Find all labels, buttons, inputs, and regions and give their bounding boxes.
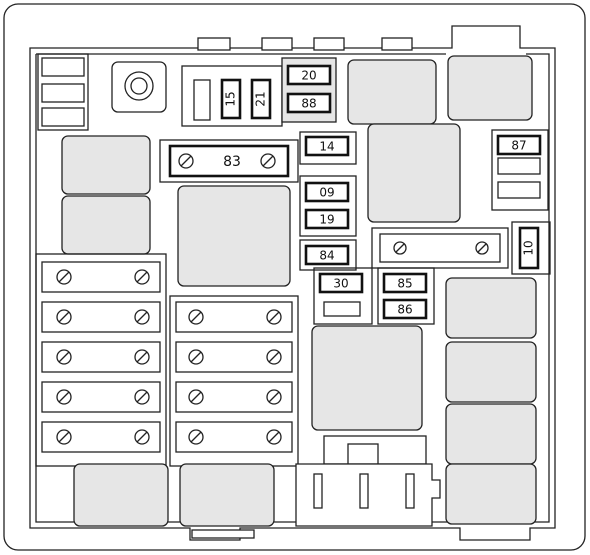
fuse-15: 15 xyxy=(220,78,242,120)
fuse-87-group xyxy=(491,129,549,211)
fuse-09-19-holder xyxy=(299,175,357,237)
fuse-21: 21 xyxy=(250,78,272,120)
svg-text:14: 14 xyxy=(319,140,334,154)
relay-left-2 xyxy=(61,195,151,255)
relay-top-middle xyxy=(347,59,437,125)
fuse-10: 10 xyxy=(511,221,551,275)
relay-center-left xyxy=(177,185,291,287)
left-top-relays xyxy=(37,53,89,131)
svg-text:88: 88 xyxy=(301,97,316,111)
svg-text:10: 10 xyxy=(522,240,536,255)
bottom-connector xyxy=(295,435,441,527)
relay-bottom-middle xyxy=(179,463,275,527)
bolt-terminal xyxy=(111,61,167,113)
mega-fuse-strip xyxy=(371,227,509,269)
svg-text:85: 85 xyxy=(397,277,412,291)
fuse-86: 86 xyxy=(382,298,428,320)
fuse-19: 19 xyxy=(304,208,350,230)
maxi-fuse-block-left xyxy=(35,253,167,467)
svg-text:09: 09 xyxy=(319,186,334,200)
svg-text:83: 83 xyxy=(223,154,241,170)
fuse-83: 83 xyxy=(159,139,299,183)
relay-top-right xyxy=(447,55,533,121)
fuse-88: 88 xyxy=(286,92,332,114)
svg-text:15: 15 xyxy=(224,91,238,106)
svg-text:20: 20 xyxy=(301,69,316,83)
fuse-09: 09 xyxy=(304,181,350,203)
fuse-30: 30 xyxy=(313,267,373,325)
svg-text:86: 86 xyxy=(397,303,412,317)
top-connector-tabs xyxy=(197,37,413,51)
bottom-edge-pins xyxy=(191,529,255,539)
fuse-20: 20 xyxy=(286,64,332,86)
fuse-84: 84 xyxy=(299,239,357,271)
relay-left-1 xyxy=(61,135,151,195)
fuse-14: 14 xyxy=(299,131,357,165)
relay-center-lower xyxy=(311,325,423,431)
maxi-fuse-block-middle xyxy=(169,295,299,467)
relay-center-upper xyxy=(367,123,461,223)
svg-text:87: 87 xyxy=(511,139,526,153)
fuse-87: 87 xyxy=(496,134,542,156)
fuse-85: 85 xyxy=(382,272,428,294)
svg-text:84: 84 xyxy=(319,249,334,263)
relay-bottom-left xyxy=(73,463,169,527)
svg-text:21: 21 xyxy=(254,91,268,106)
fuse-85-86-holder xyxy=(377,267,435,325)
svg-text:30: 30 xyxy=(333,277,348,291)
svg-text:19: 19 xyxy=(319,213,334,227)
housing-inner-frame xyxy=(29,25,556,541)
relay-stack-right xyxy=(445,277,537,525)
